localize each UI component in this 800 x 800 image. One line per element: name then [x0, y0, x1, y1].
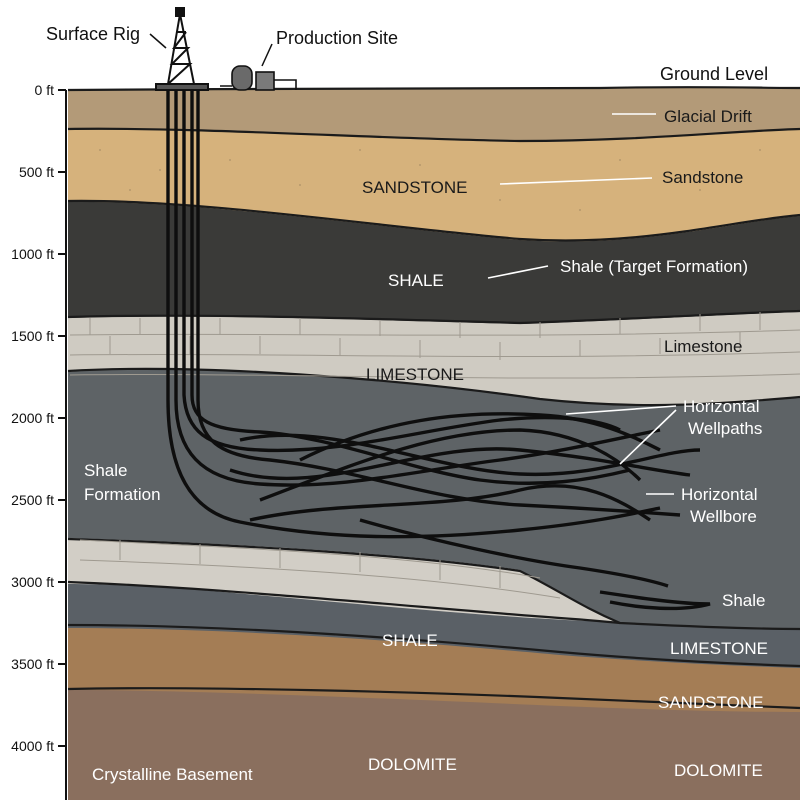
horizontal-wellpath — [249, 484, 651, 522]
horizontal-wellpath — [229, 447, 691, 481]
layer-limestone — [68, 310, 800, 405]
production-site-label: Production Site — [276, 28, 398, 48]
dolomite-layer-label: DOLOMITE — [368, 755, 457, 774]
layer-shale-lower — [68, 580, 800, 668]
limestone-callout: Limestone — [664, 337, 742, 356]
depth-label: 3500 ft — [11, 656, 54, 672]
layer-limestone-lower — [68, 538, 620, 622]
depth-label: 1000 ft — [11, 246, 54, 262]
callout-leaders — [487, 113, 677, 495]
depth-axis: 0 ft 500 ft 1000 ft 1500 ft 2000 ft 2500… — [11, 82, 67, 800]
crystalline-basement-label: Crystalline Basement — [92, 765, 253, 784]
horizontal-wellpath — [599, 590, 711, 611]
horizontal-wellbore-label-2: Wellbore — [690, 507, 757, 526]
sandstone-right-label: SANDSTONE — [658, 693, 764, 712]
layer-dolomite — [68, 686, 800, 800]
horizontal-wellbore-label-1: Horizontal — [681, 485, 758, 504]
depth-label: 2500 ft — [11, 492, 54, 508]
sandstone-callout: Sandstone — [662, 168, 743, 187]
vertical-wellbore — [190, 90, 631, 485]
wellbores — [166, 90, 711, 611]
production-site-icon — [220, 65, 297, 91]
limestone-layer-label: LIMESTONE — [366, 365, 464, 384]
shale-lower-layer-label: SHALE — [382, 631, 438, 650]
depth-label: 0 ft — [35, 82, 55, 98]
dolomite-right-label: DOLOMITE — [674, 761, 763, 780]
horizontal-wellpath — [299, 412, 661, 462]
horizontal-wellpath — [359, 518, 669, 588]
surface-rig-label: Surface Rig — [46, 24, 140, 44]
layer-boundaries — [67, 86, 800, 710]
top-leaders — [149, 33, 273, 67]
depth-label: 1500 ft — [11, 328, 54, 344]
shale-formation-label-1: Shale — [84, 461, 127, 480]
shale-formation-label-2: Formation — [84, 485, 161, 504]
layer-sandstone — [68, 127, 800, 242]
depth-label: 3000 ft — [11, 574, 54, 590]
sandstone-layer-label: SANDSTONE — [362, 178, 468, 197]
horizontal-wellpaths-label-2: Wellpaths — [688, 419, 762, 438]
ground-level-label: Ground Level — [660, 64, 768, 84]
shale-layer-label: SHALE — [388, 271, 444, 290]
depth-label: 4000 ft — [11, 738, 54, 754]
layer-glacial-drift — [68, 87, 800, 142]
surface-rig-icon — [155, 7, 209, 91]
shale-right-label: Shale — [722, 591, 765, 610]
horizontal-wellpath — [259, 428, 642, 502]
layer-shale-target — [68, 199, 800, 324]
horizontal-wellpaths-label-1: Horizontal — [683, 397, 760, 416]
vertical-wellbore — [166, 90, 661, 539]
depth-label: 500 ft — [19, 164, 54, 180]
limestone-right-label: LIMESTONE — [670, 639, 768, 658]
shale-target-callout: Shale (Target Formation) — [560, 257, 748, 276]
glacial-drift-label: Glacial Drift — [664, 107, 752, 126]
depth-label: 2000 ft — [11, 410, 54, 426]
horizontal-wellpath — [239, 433, 701, 477]
layer-shale-formation — [68, 367, 800, 630]
sandstone-speckle — [99, 149, 761, 211]
vertical-wellbore — [196, 90, 681, 517]
